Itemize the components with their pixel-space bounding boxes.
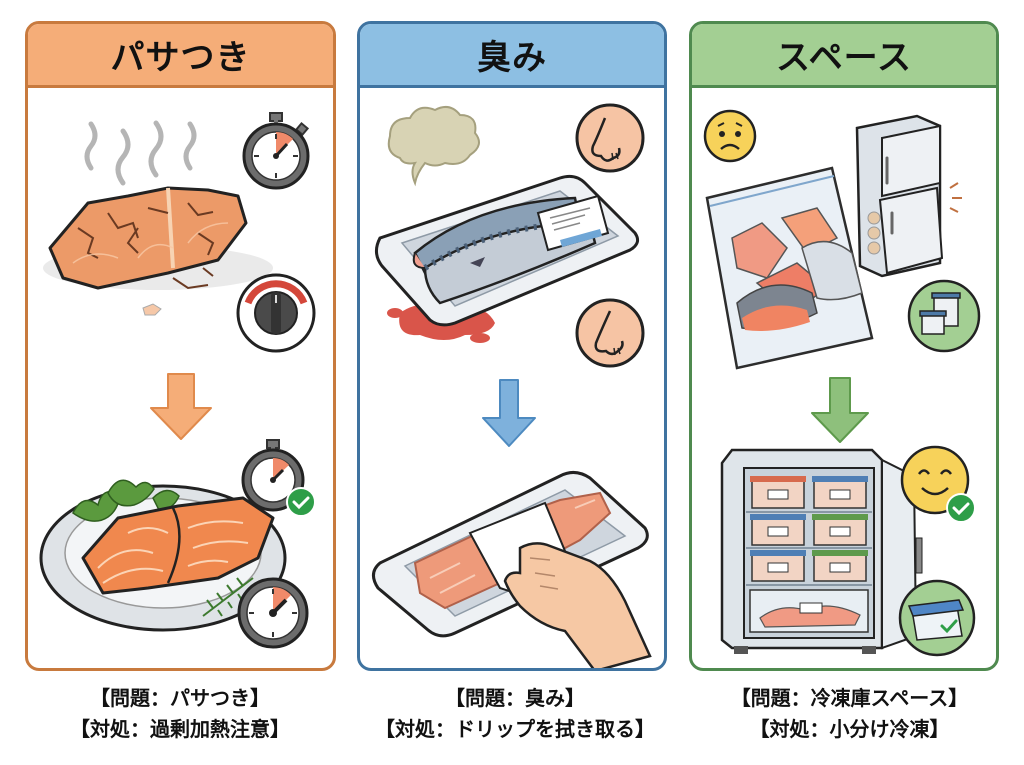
price-label-icon <box>536 194 610 252</box>
caption-dryness: 【問題：パサつき】 【対処：過剰加熱注意】 <box>0 683 360 745</box>
worried-face-icon <box>703 109 757 163</box>
stove-knob-icon <box>236 273 316 353</box>
check-badge-icon <box>286 487 316 517</box>
container-check-badge-icon <box>898 579 976 657</box>
stopwatch-icon <box>242 112 310 190</box>
overstuffed-fridge-icon <box>855 114 962 278</box>
caption-problem: 【問題：パサつき】 <box>90 686 270 710</box>
timer-icon <box>237 577 309 649</box>
caption-problem: 【問題：冷凍庫スペース】 <box>730 686 969 710</box>
containers-badge-icon <box>907 279 981 353</box>
panel-title: 臭み <box>360 24 664 88</box>
caption-odor: 【問題：臭み】 【対処：ドリップを拭き取る】 <box>340 683 690 745</box>
odor-cloud-icon <box>387 105 480 187</box>
arrow-down-icon <box>150 373 212 440</box>
caption-problem: 【問題：臭み】 <box>445 686 585 710</box>
odor-illustration <box>372 103 652 668</box>
steam-icon <box>84 120 197 186</box>
panel-title: パサつき <box>28 24 333 88</box>
panel-odor: 臭み <box>357 21 667 671</box>
cooked-salmon-icon <box>81 496 275 595</box>
labeled-containers-icon <box>749 476 869 633</box>
organized-freezer-icon <box>720 448 923 654</box>
space-illustration <box>703 109 981 657</box>
parsley-icon <box>72 479 180 522</box>
happy-face-icon <box>900 445 976 523</box>
salmon-bag-icon <box>705 166 874 370</box>
caption-solution: 【対処：ドリップを拭き取る】 <box>375 717 655 741</box>
dryness-illustration <box>39 112 316 649</box>
rosemary-icon <box>202 577 254 617</box>
check-badge-icon <box>946 493 976 523</box>
arrow-down-icon <box>811 377 869 443</box>
arrow-down-icon <box>482 379 536 447</box>
stopwatch-check-icon <box>241 439 316 517</box>
nose-icon <box>575 103 645 173</box>
dry-salmon-icon <box>43 186 273 316</box>
panel-dryness: パサつき <box>25 21 336 671</box>
caption-solution: 【対処：小分け冷凍】 <box>749 717 950 741</box>
caption-space: 【問題：冷凍庫スペース】 【対処：小分け冷凍】 <box>675 683 1024 745</box>
nose-icon <box>575 298 645 368</box>
hand-icon <box>503 542 652 668</box>
caption-solution: 【対処：過剰加熱注意】 <box>70 717 290 741</box>
panel-title: スペース <box>692 24 996 88</box>
panel-space: スペース <box>689 21 999 671</box>
